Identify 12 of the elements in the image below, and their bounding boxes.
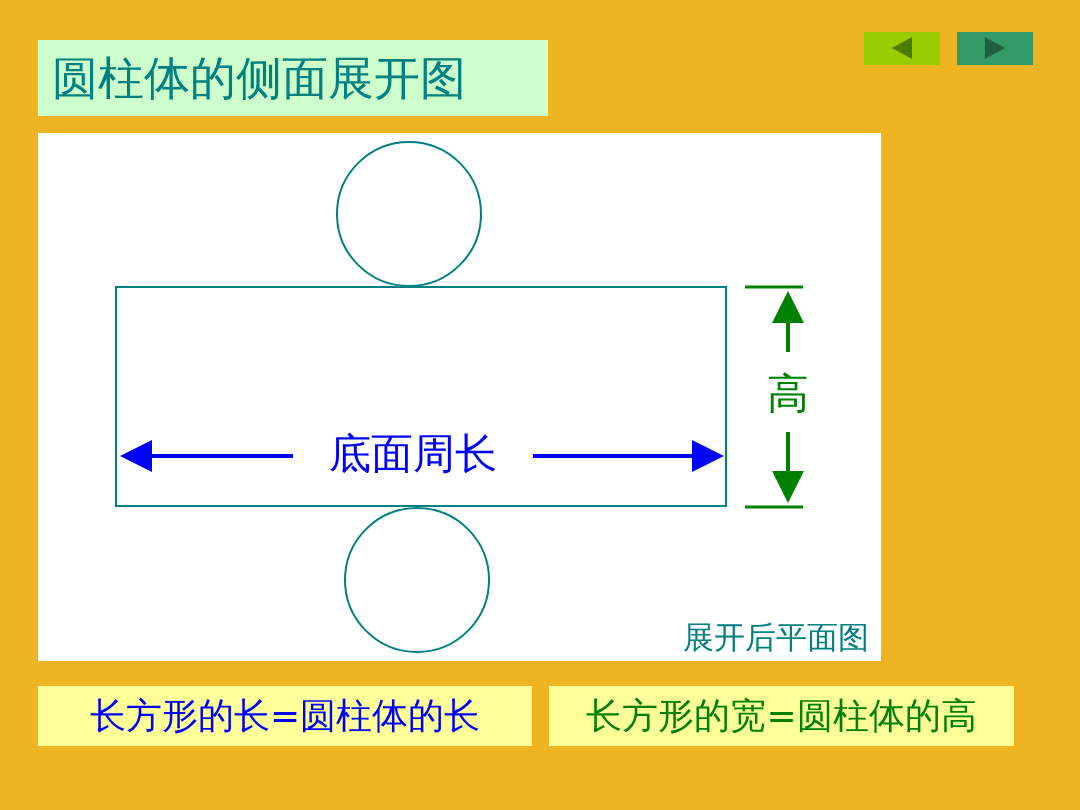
panel-caption: 展开后平面图 [683, 618, 869, 657]
dimension-label: 高 [767, 373, 809, 415]
formula-box [549, 686, 1014, 746]
base-circle [344, 507, 490, 653]
formula-box [38, 686, 532, 746]
formula-text: 长方形的宽=圆柱体的高 [585, 694, 978, 738]
side-rectangle [115, 286, 727, 507]
title: 圆柱体的侧面展开图 [38, 40, 548, 116]
base-circle [336, 141, 482, 287]
dimension-label: 底面周长 [329, 433, 497, 475]
drawing-panel [38, 133, 881, 661]
formula-text: 长方形的长=圆柱体的长 [88, 694, 482, 738]
